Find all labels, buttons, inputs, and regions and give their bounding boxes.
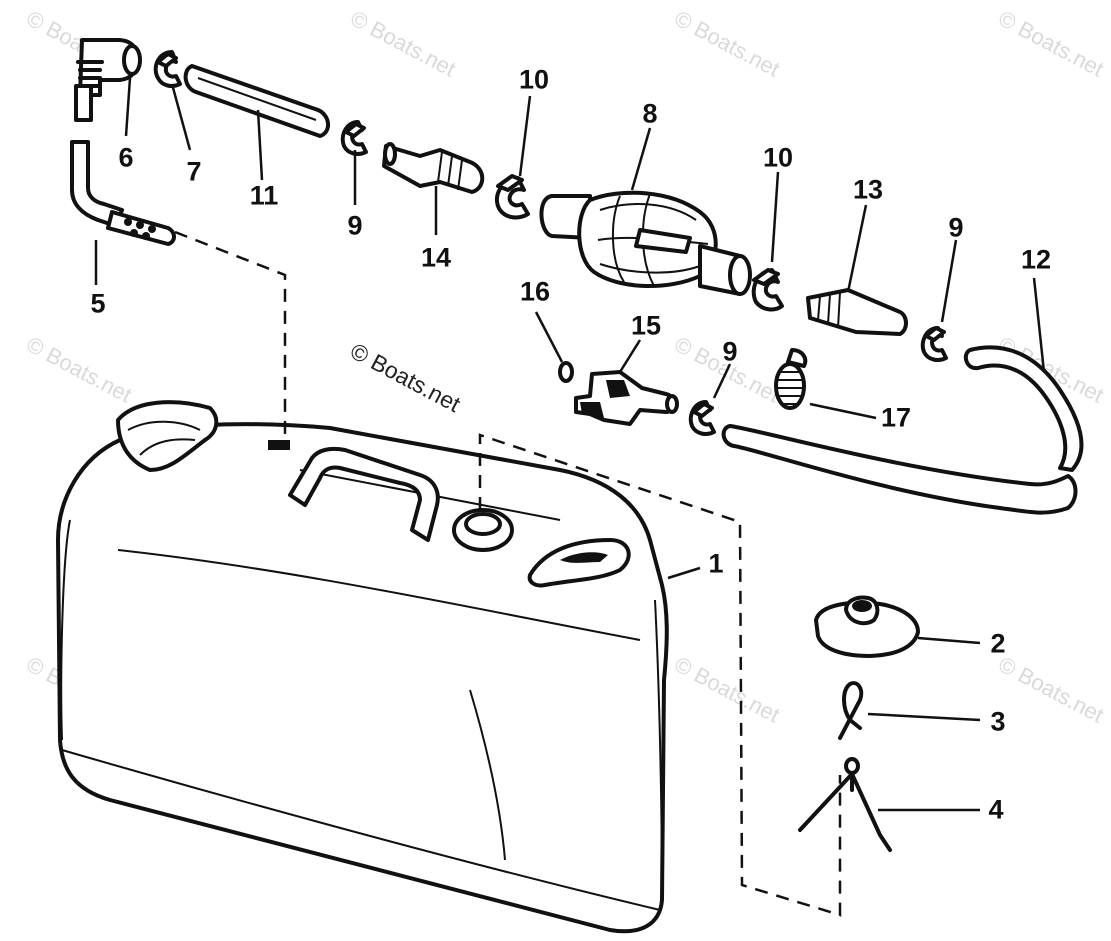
elbow-fitting (76, 38, 142, 97)
callout-15: 15 (630, 310, 662, 341)
fuel-hose-12 (721, 345, 1084, 515)
callout-10: 10 (518, 64, 550, 95)
primer-bulb (539, 190, 752, 296)
tank-spout (116, 400, 219, 472)
callout-4: 4 (988, 794, 1004, 825)
hose-clamp-9b (920, 326, 948, 362)
leader-lines (94, 77, 1046, 812)
hose-clamp-7 (153, 50, 182, 88)
tank-outlet-mount (527, 538, 631, 588)
assembly-line-pickup (174, 230, 287, 445)
callout-5: 5 (90, 288, 106, 319)
callout-9: 9 (722, 336, 738, 367)
filler-cap (814, 595, 920, 658)
o-ring (558, 361, 574, 383)
spring-clamp-17 (774, 348, 808, 410)
callout-16: 16 (519, 276, 551, 307)
tank-fill-opening (452, 508, 514, 552)
callout-9: 9 (948, 212, 964, 243)
cap-retainer (798, 757, 892, 852)
fuel-hose-11 (183, 64, 330, 138)
callout-17: 17 (880, 402, 912, 433)
connector-13 (806, 288, 908, 336)
callout-1: 1 (708, 548, 724, 579)
tank-gauge-mark (268, 440, 290, 450)
callout-10: 10 (762, 142, 794, 173)
connector-14 (382, 142, 485, 194)
hose-clamp-9c (688, 400, 716, 436)
callout-6: 6 (118, 142, 134, 173)
callout-13: 13 (852, 174, 884, 205)
callout-12: 12 (1020, 244, 1052, 275)
callout-3: 3 (990, 706, 1006, 737)
pickup-tube-connector (74, 84, 93, 122)
assembly-line-cap (478, 433, 842, 917)
callout-7: 7 (186, 156, 202, 187)
fuel-tank (56, 422, 669, 934)
pickup-tube (70, 140, 176, 246)
callout-11: 11 (249, 180, 279, 211)
hose-clamp-10b (751, 268, 784, 312)
hose-clamp-9a (340, 120, 368, 156)
retaining-chain (838, 681, 864, 740)
callout-8: 8 (642, 98, 658, 129)
tank-handle (288, 446, 440, 542)
callout-2: 2 (990, 628, 1006, 659)
tank-fitting-15 (574, 370, 679, 426)
hose-clamp-10a (494, 174, 530, 220)
callout-9: 9 (347, 210, 363, 241)
callout-14: 14 (420, 242, 452, 273)
